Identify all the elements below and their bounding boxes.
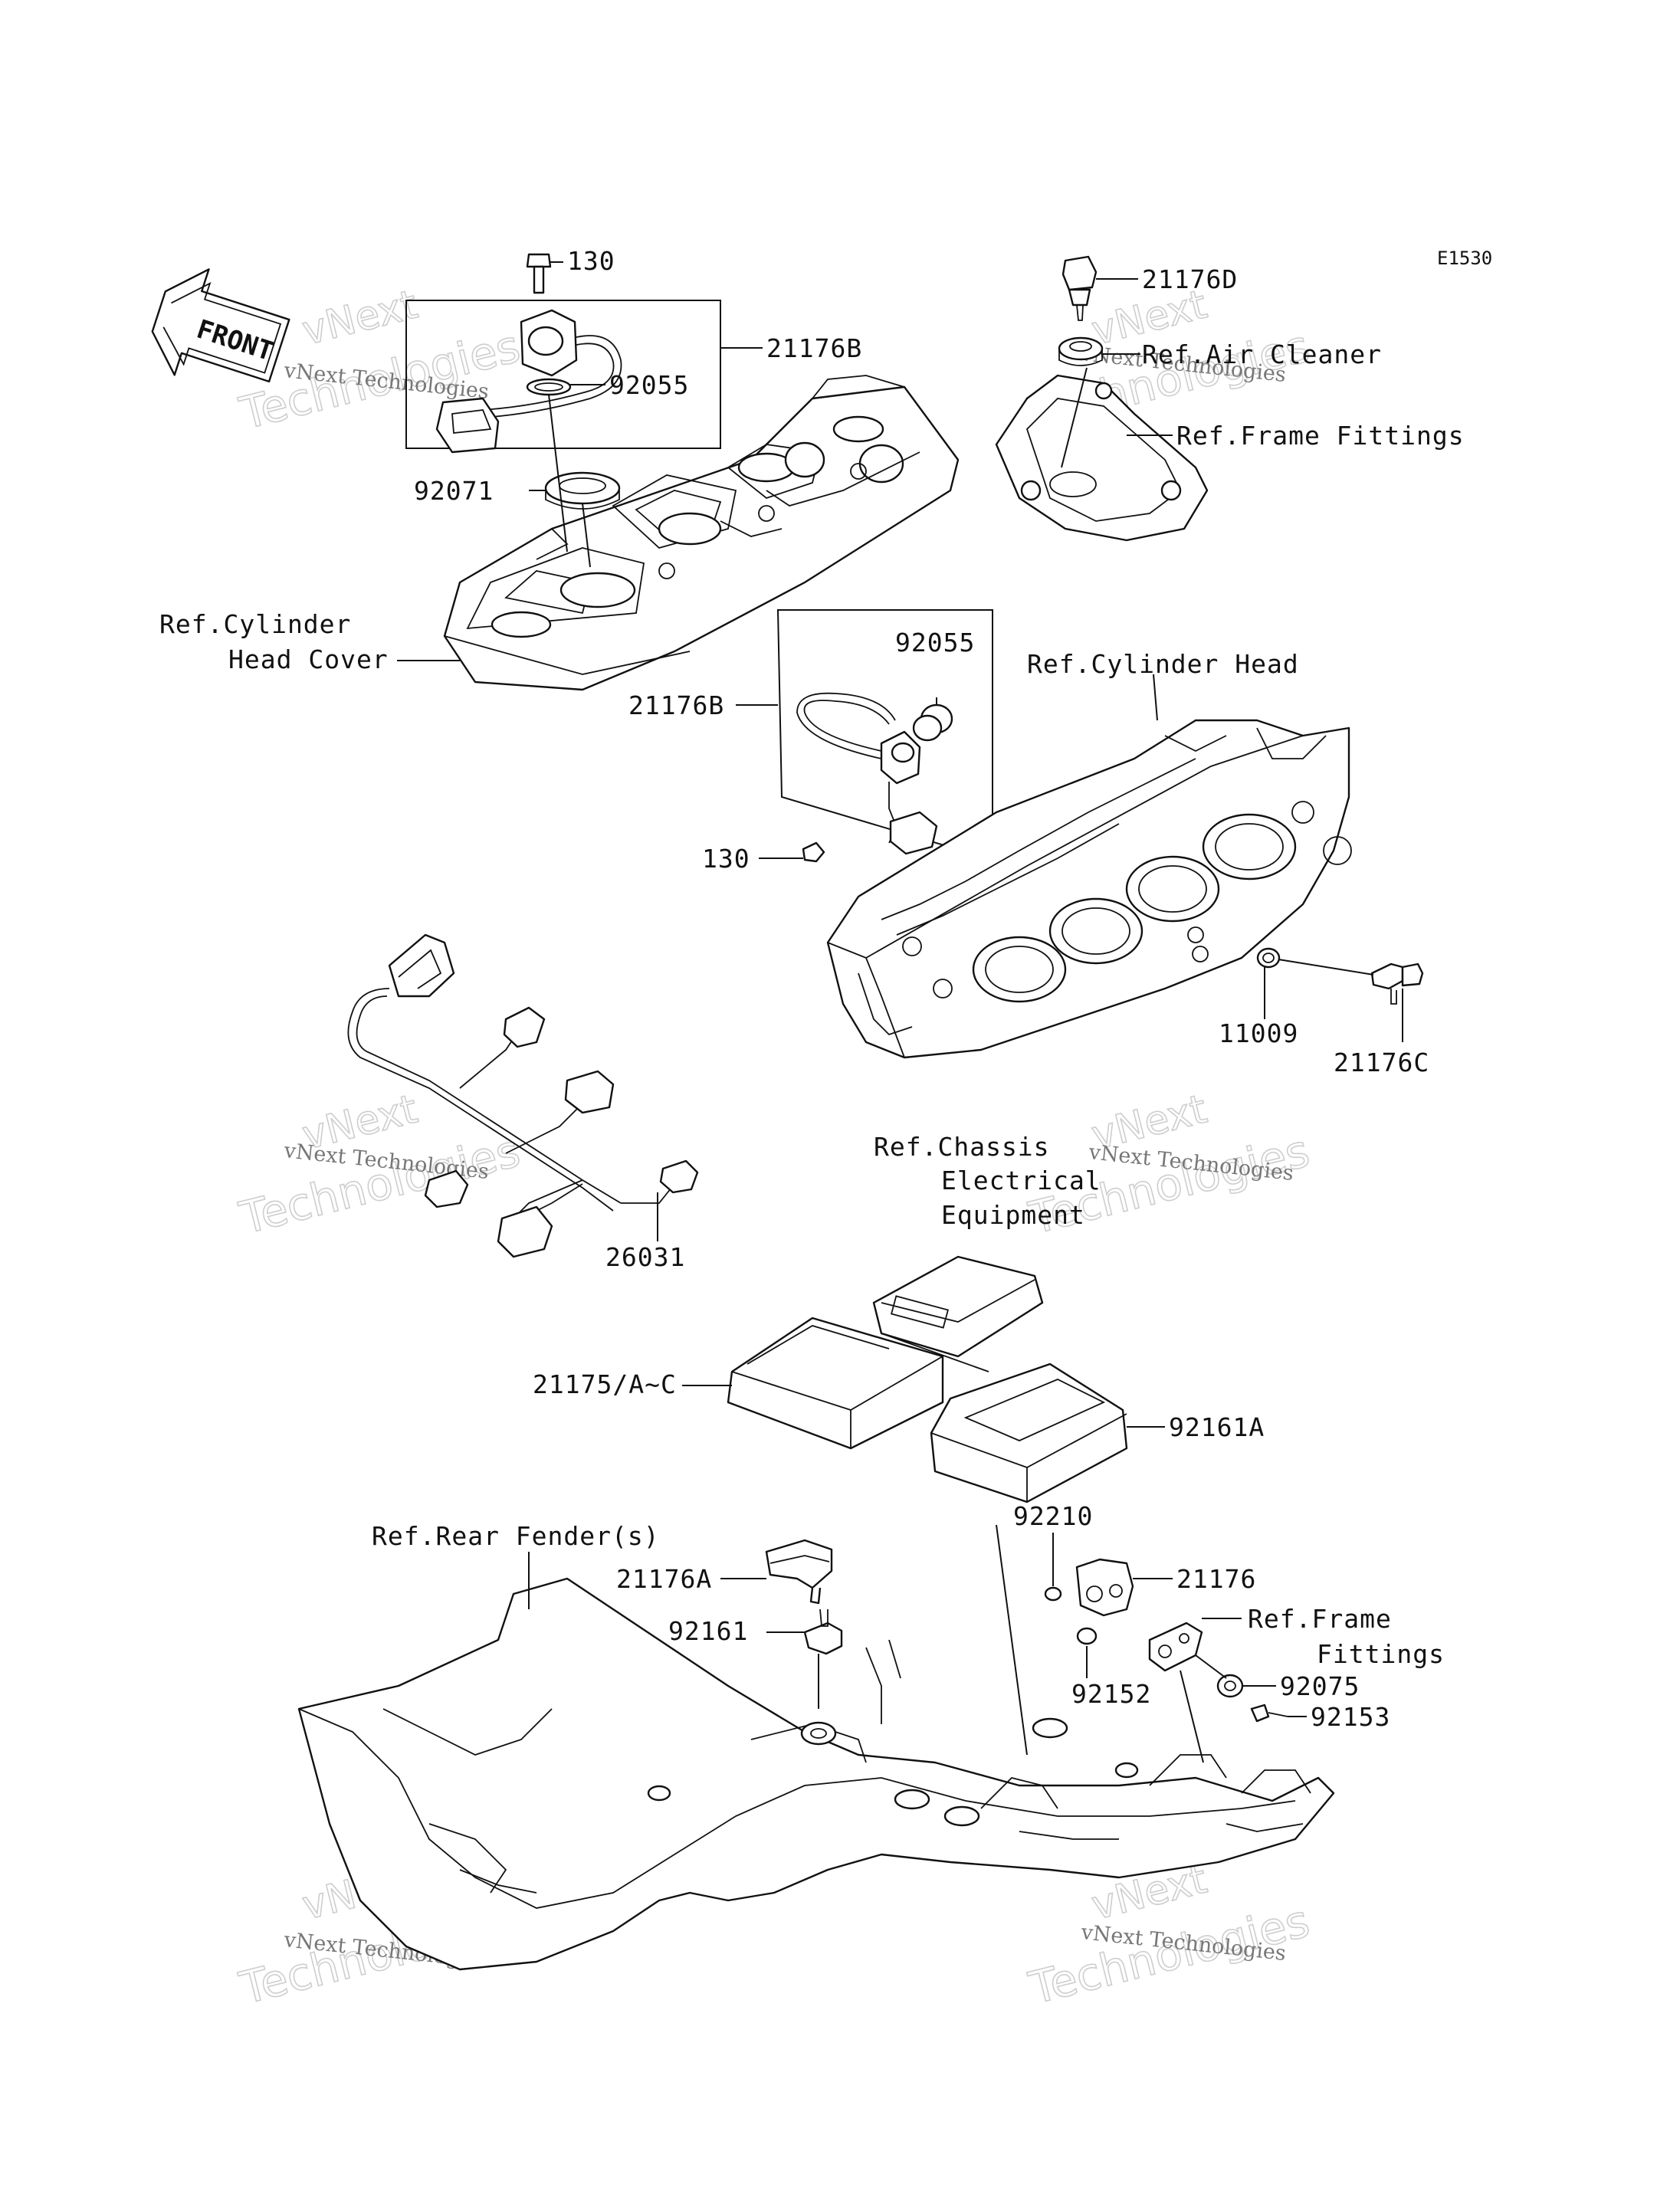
bolt-130-top [526, 253, 552, 294]
label-92161A: 92161A [1169, 1412, 1265, 1442]
label-ref-frame-1: Ref.Frame [1248, 1604, 1392, 1634]
label-ref-rear-fender: Ref.Rear Fender(s) [372, 1521, 660, 1551]
nut-92210 [1044, 1586, 1062, 1602]
label-92075: 92075 [1280, 1671, 1360, 1701]
frame-fitting-bracket [1148, 1622, 1203, 1672]
label-92153: 92153 [1311, 1702, 1390, 1732]
label-ref-air-cleaner: Ref.Air Cleaner [1142, 339, 1382, 369]
leader-lines [397, 261, 1403, 1763]
label-21176D: 21176D [1142, 264, 1238, 294]
label-92071: 92071 [414, 476, 494, 506]
label-21175: 21175/A~C [533, 1369, 677, 1399]
diagram-code: E1530 [1437, 248, 1492, 269]
label-92210: 92210 [1013, 1501, 1093, 1531]
sensor-21176C-assembly [1256, 947, 1424, 1005]
label-92055-mid: 92055 [895, 628, 975, 657]
label-92161: 92161 [668, 1616, 748, 1646]
label-130-top: 130 [567, 246, 615, 276]
callout-labels: 130 21176B 92055 92071 Ref.Cylinder Head… [159, 246, 1465, 1732]
label-ref-chassis-2: Electrical [941, 1166, 1101, 1195]
spacer-92152 [1076, 1627, 1098, 1645]
label-21176: 21176 [1176, 1564, 1256, 1594]
front-arrow-icon: FRONT [151, 268, 290, 383]
label-ref-chassis-1: Ref.Chassis [874, 1132, 1050, 1162]
label-ref-frame-2: Fittings [1317, 1639, 1445, 1669]
label-26031: 26031 [605, 1242, 685, 1272]
sensor-21176 [1075, 1558, 1134, 1617]
label-ref-cyl-head-cover-2: Head Cover [228, 644, 389, 674]
svg-text:Technologies: Technologies [235, 1124, 525, 1244]
ecu-bracket-92161A [930, 1362, 1128, 1503]
label-ref-chassis-3: Equipment [941, 1200, 1085, 1230]
label-ref-cyl-head: Ref.Cylinder Head [1027, 649, 1299, 679]
label-11009: 11009 [1219, 1018, 1298, 1048]
svg-text:vNext: vNext [298, 282, 422, 355]
label-21176B-top: 21176B [766, 333, 862, 363]
rear-fender [297, 1577, 1335, 1971]
bracket-92161 [803, 1608, 843, 1655]
ecu-module-21175 [727, 1317, 944, 1450]
sensor-21176A [765, 1539, 833, 1605]
label-21176B-mid: 21176B [628, 690, 724, 720]
ecu-reference-module [872, 1255, 1044, 1358]
bolt-92153 [1250, 1703, 1288, 1723]
watermark-mid-left: vNext Technologies vNext Technologies [234, 1086, 526, 1245]
label-ref-cyl-head-cover-1: Ref.Cylinder [159, 609, 351, 639]
watermark-bottom-right: vNext Technologies vNext Technologies [1023, 1856, 1315, 2015]
label-21176C: 21176C [1334, 1048, 1429, 1077]
label-130-mid: 130 [702, 844, 750, 874]
cylinder-head-cover [443, 375, 960, 691]
label-ref-frame-fittings-top: Ref.Frame Fittings [1176, 421, 1465, 451]
grommet-92075 [1216, 1674, 1244, 1698]
cylinder-head [826, 719, 1352, 1059]
ecu-link-line [881, 1333, 989, 1372]
air-cleaner-assembly [995, 255, 1209, 542]
label-21176A: 21176A [616, 1564, 712, 1594]
top-sensor-assembly [405, 253, 721, 510]
label-92055-top: 92055 [609, 370, 689, 400]
wire-harness-26031 [347, 933, 699, 1258]
label-92152: 92152 [1071, 1679, 1151, 1709]
